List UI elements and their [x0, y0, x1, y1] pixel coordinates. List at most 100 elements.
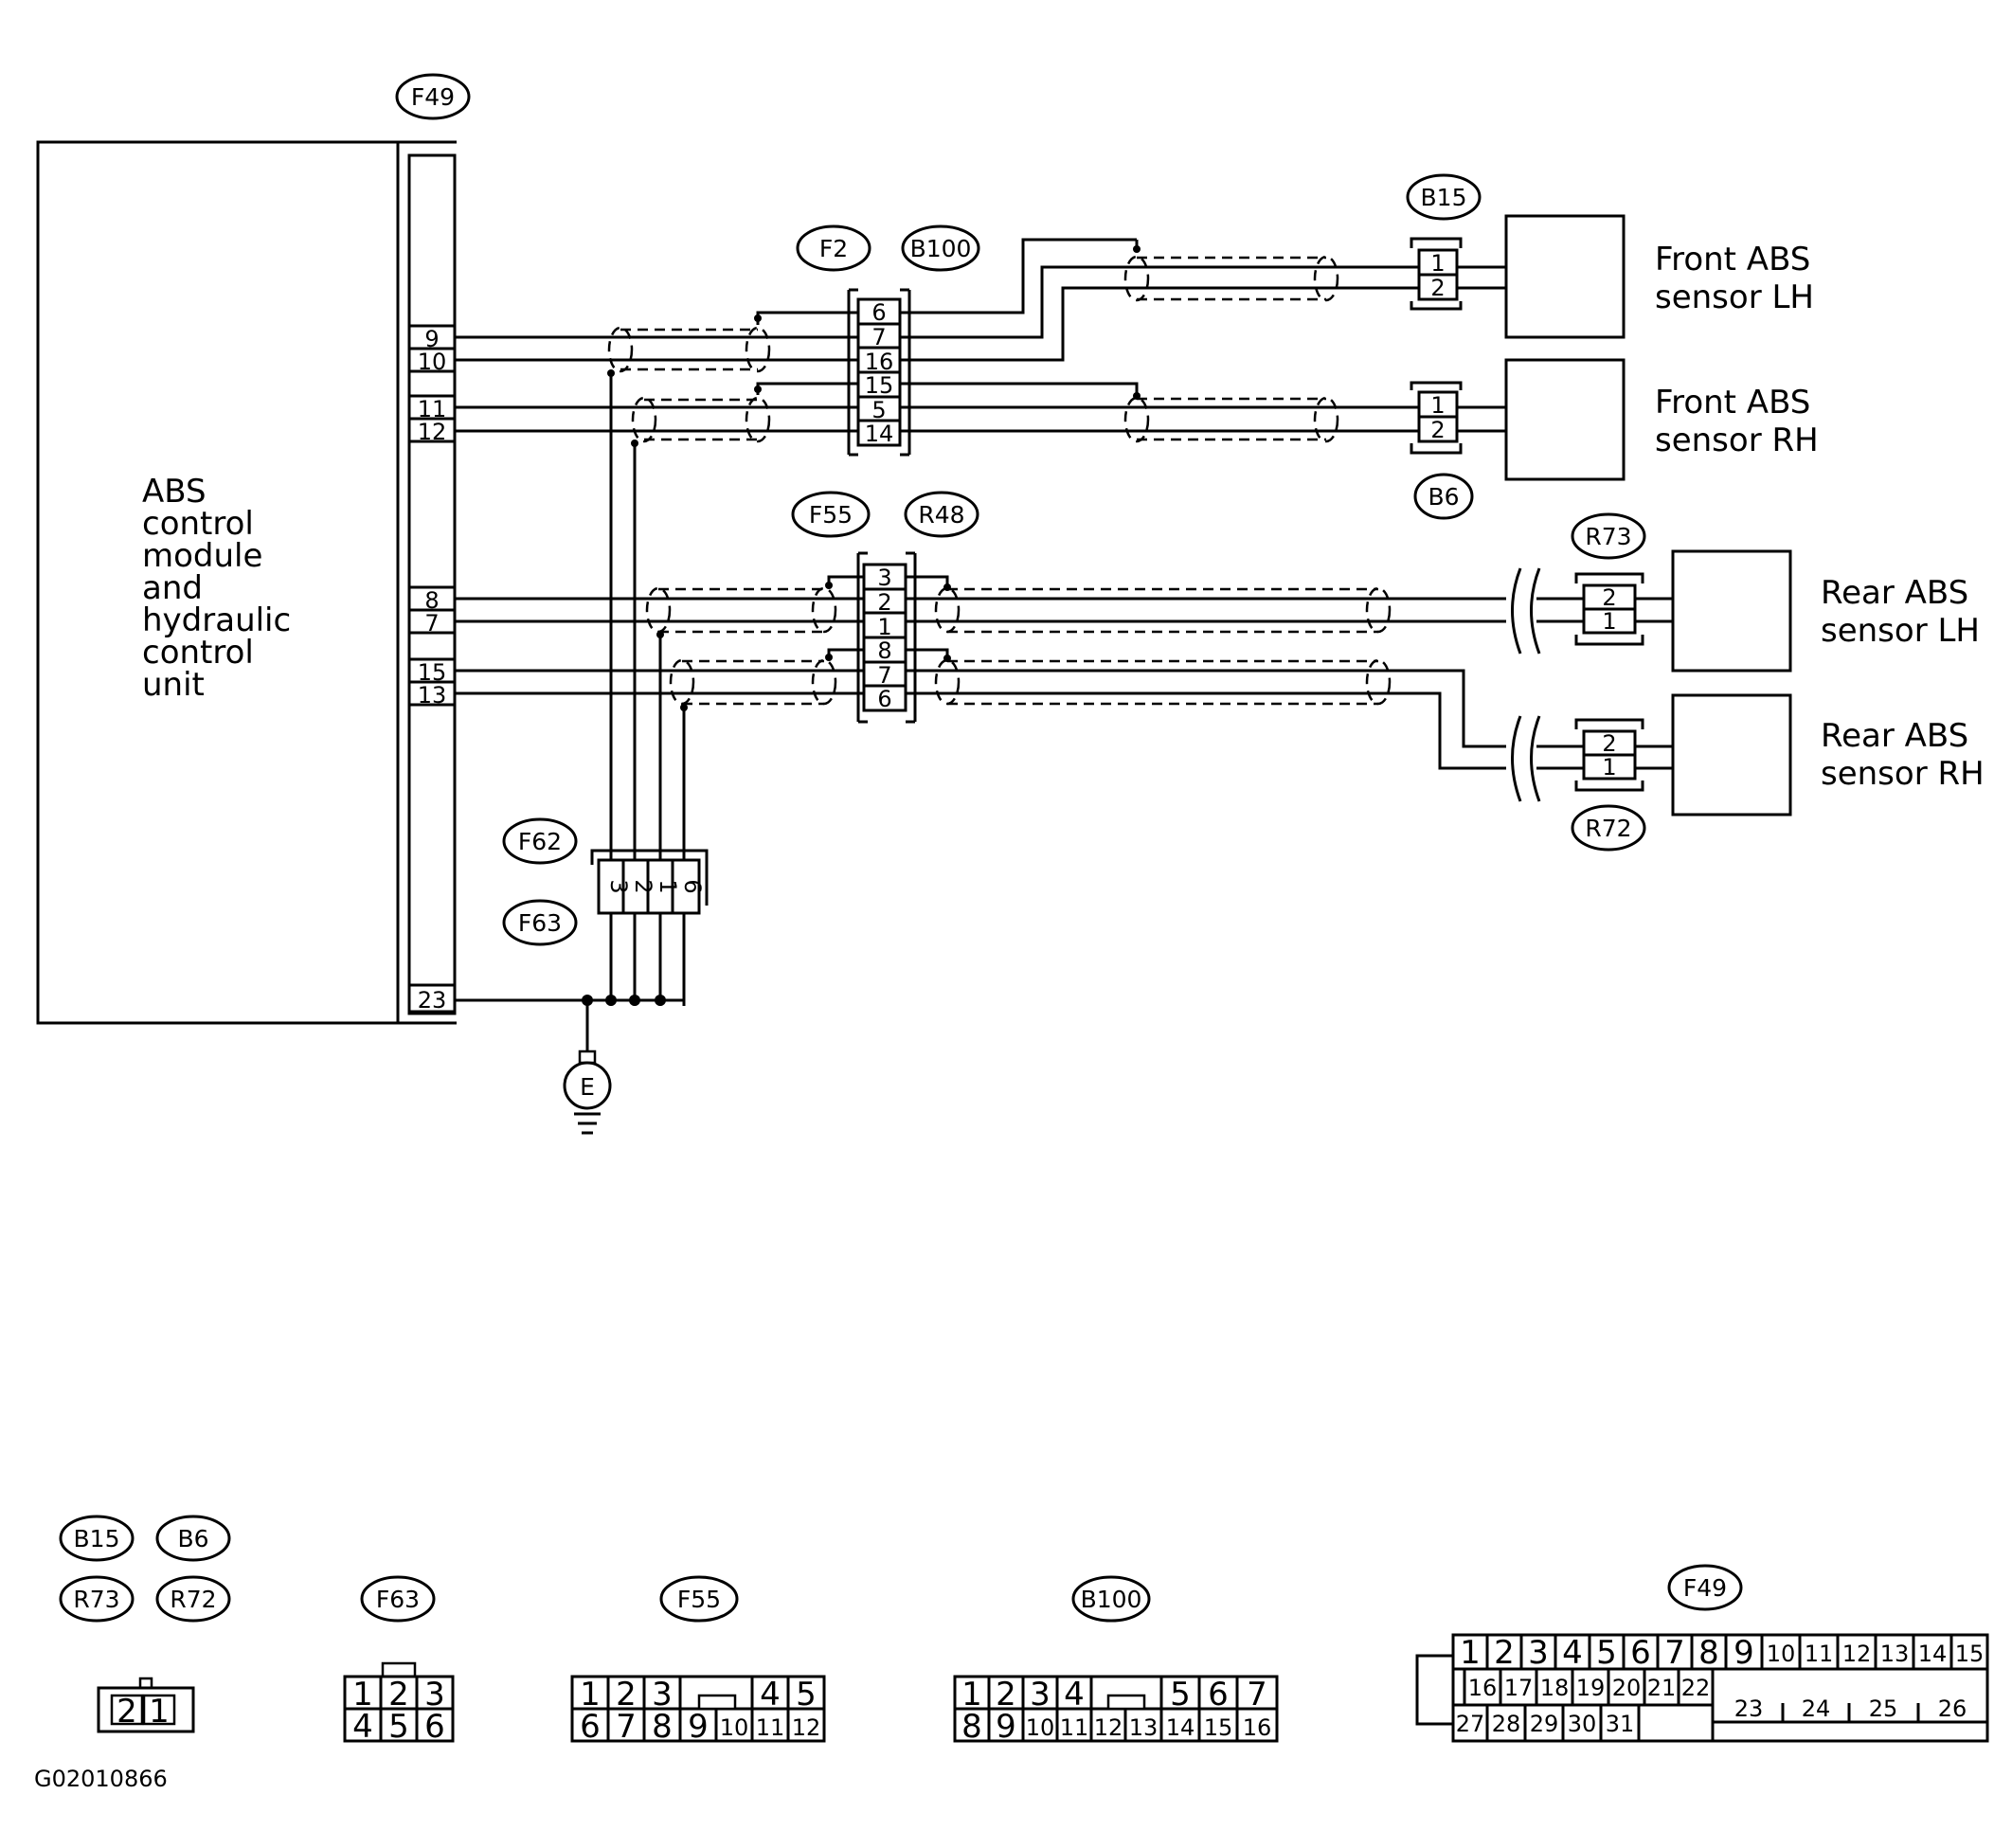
front-joint-connector: 6 7 16 15 5 14 F2 B100 [796, 224, 980, 457]
legend-f63-connector: F63 1 2 3 4 5 6 [343, 1575, 455, 1746]
legend-f63-pin: 2 [388, 1676, 409, 1713]
front-abs-sensor-lh-label-2: sensor LH [1655, 278, 1814, 316]
b100-tag-text: B100 [910, 235, 972, 262]
legend-sensor-pin-2: 2 [117, 1693, 137, 1731]
legend-f49-pin: 16 [1468, 1675, 1498, 1701]
f49-pin-23: 23 [418, 987, 447, 1014]
module-label-line-2: control [142, 505, 254, 543]
legend-b100-pin: 5 [1170, 1676, 1191, 1713]
legend-f55-pin: 7 [616, 1708, 637, 1746]
ground-joint-connector: 3 2 1 6 F62 F63 E [455, 817, 709, 1135]
front-abs-sensor-lh-label-1: Front ABS [1655, 241, 1810, 278]
f49-pin-9: 9 [424, 326, 439, 352]
legend-f49-pin: 15 [1955, 1641, 1985, 1667]
legend-f49-pin: 29 [1530, 1711, 1559, 1737]
f2-tag-text: F2 [819, 235, 848, 262]
ground-label: E [580, 1073, 595, 1101]
r72-tag [1571, 804, 1646, 852]
legend-b100-pin: 8 [961, 1708, 982, 1746]
b15-tag-text: B15 [1421, 184, 1467, 211]
legend-f49-pin: 26 [1938, 1695, 1967, 1722]
b100-pin-7: 7 [871, 324, 886, 350]
rear-abs-sensor-lh: 2 1 R73 Rear ABS sensor LH [1571, 512, 1980, 673]
legend-sensor-connector: B15 B6 R73 R72 2 1 [59, 1515, 231, 1733]
legend-tag-f55: F55 [677, 1586, 721, 1613]
legend-f49-pin: 21 [1647, 1675, 1677, 1701]
legend-b100-pin: 14 [1166, 1714, 1195, 1741]
r73-tag-text: R73 [1585, 523, 1631, 550]
legend-f55-pin: 11 [756, 1714, 785, 1741]
r48-pin-8: 8 [877, 637, 891, 664]
rear-abs-sensor-lh-label-2: sensor LH [1821, 612, 1980, 650]
f49-tag-text: F49 [411, 83, 455, 111]
b100-pin-16: 16 [865, 349, 894, 375]
f49-pin-13: 13 [418, 682, 447, 709]
legend-b100-pin: 13 [1129, 1714, 1159, 1741]
module-label-line-7: unit [142, 666, 205, 704]
f49-pin-10: 10 [418, 349, 447, 375]
r73-pin-2: 2 [1602, 584, 1616, 611]
legend-f49-pin: 10 [1767, 1641, 1796, 1667]
legend-b100-pin: 7 [1247, 1676, 1267, 1713]
legend-b100-pin: 15 [1204, 1714, 1233, 1741]
legend-f49-pin: 8 [1698, 1634, 1719, 1672]
b6-pin-1: 1 [1430, 392, 1445, 419]
legend-b100-connector: B100 1 2 3 4 5 6 7 8 9 10 11 12 13 14 15… [953, 1575, 1279, 1746]
front-abs-sensor-lh: 1 2 B15 Front ABS sensor LH [1406, 173, 1814, 339]
f55-tag [791, 491, 871, 538]
legend-f49-pin: 9 [1734, 1634, 1754, 1672]
legend-f49-pin: 17 [1504, 1675, 1534, 1701]
legend-tag-r73: R73 [73, 1586, 119, 1613]
legend-f49-pin: 31 [1606, 1711, 1635, 1737]
legend-f49-pin: 27 [1456, 1711, 1485, 1737]
legend-f49-connector: F49 1 2 3 4 5 6 7 8 9 10 11 12 [1415, 1564, 1989, 1743]
f49-pin-15: 15 [418, 659, 447, 686]
r48-pin-7: 7 [877, 662, 891, 689]
legend-f63-pin: 6 [424, 1708, 445, 1746]
r48-pin-3: 3 [877, 565, 891, 591]
legend-f49-pin: 14 [1918, 1641, 1948, 1667]
legend-f49-pin: 25 [1869, 1695, 1898, 1722]
legend-f49-pin: 24 [1802, 1695, 1831, 1722]
legend-tag-b15: B15 [74, 1525, 120, 1552]
r73-pin-1: 1 [1602, 608, 1616, 635]
rear-abs-sensor-rh: 2 1 R72 Rear ABS sensor RH [1571, 693, 1985, 852]
f49-connector: F49 9 10 11 12 8 7 15 13 23 [395, 73, 471, 1025]
legend-f55-pin: 5 [796, 1676, 817, 1713]
legend-f55-pin: 4 [760, 1676, 781, 1713]
legend-b100-pin: 2 [996, 1676, 1016, 1713]
legend-f63-pin: 5 [388, 1708, 409, 1746]
f63-pin-6: 6 [679, 879, 706, 893]
legend-tag-b6: B6 [177, 1525, 208, 1552]
legend-tag-f63: F63 [376, 1586, 420, 1613]
b6-pin-2: 2 [1430, 417, 1445, 443]
legend-b100-pin: 3 [1030, 1676, 1051, 1713]
front-abs-sensor-rh-label-1: Front ABS [1655, 384, 1810, 422]
legend-b100-pin: 4 [1064, 1676, 1085, 1713]
legend-f49-pin: 5 [1596, 1634, 1617, 1672]
legend-f49-pin: 7 [1664, 1634, 1685, 1672]
b6-tag [1413, 473, 1474, 520]
legend-f63-pin: 1 [352, 1676, 373, 1713]
r48-tag-text: R48 [918, 501, 964, 529]
legend-f49-pin: 19 [1576, 1675, 1606, 1701]
figure-code: G02010866 [34, 1766, 168, 1792]
f49-pin-8: 8 [424, 587, 439, 614]
f63-tag-text: F63 [518, 909, 562, 937]
f62-tag-text: F62 [518, 828, 562, 855]
b100-pin-6: 6 [871, 299, 886, 326]
b15-pin-2: 2 [1430, 275, 1445, 301]
legend-f49-pin: 30 [1568, 1711, 1597, 1737]
front-abs-sensor-rh-label-2: sensor RH [1655, 422, 1819, 459]
f62-tag [502, 817, 578, 865]
legend-f55-connector: F55 1 2 3 4 5 6 7 8 9 10 11 12 [570, 1575, 826, 1746]
legend-b100-pin: 10 [1026, 1714, 1055, 1741]
f2-tag [796, 224, 871, 272]
rear-joint-connector: 3 2 1 8 7 6 F55 R48 [791, 491, 979, 724]
legend-f49-pin: 12 [1842, 1641, 1872, 1667]
rear-abs-sensor-rh-label-2: sensor RH [1821, 755, 1985, 793]
legend-f63-pin: 3 [424, 1676, 445, 1713]
legend-b100-pin: 16 [1243, 1714, 1272, 1741]
legend-f49-pin: 2 [1494, 1634, 1515, 1672]
